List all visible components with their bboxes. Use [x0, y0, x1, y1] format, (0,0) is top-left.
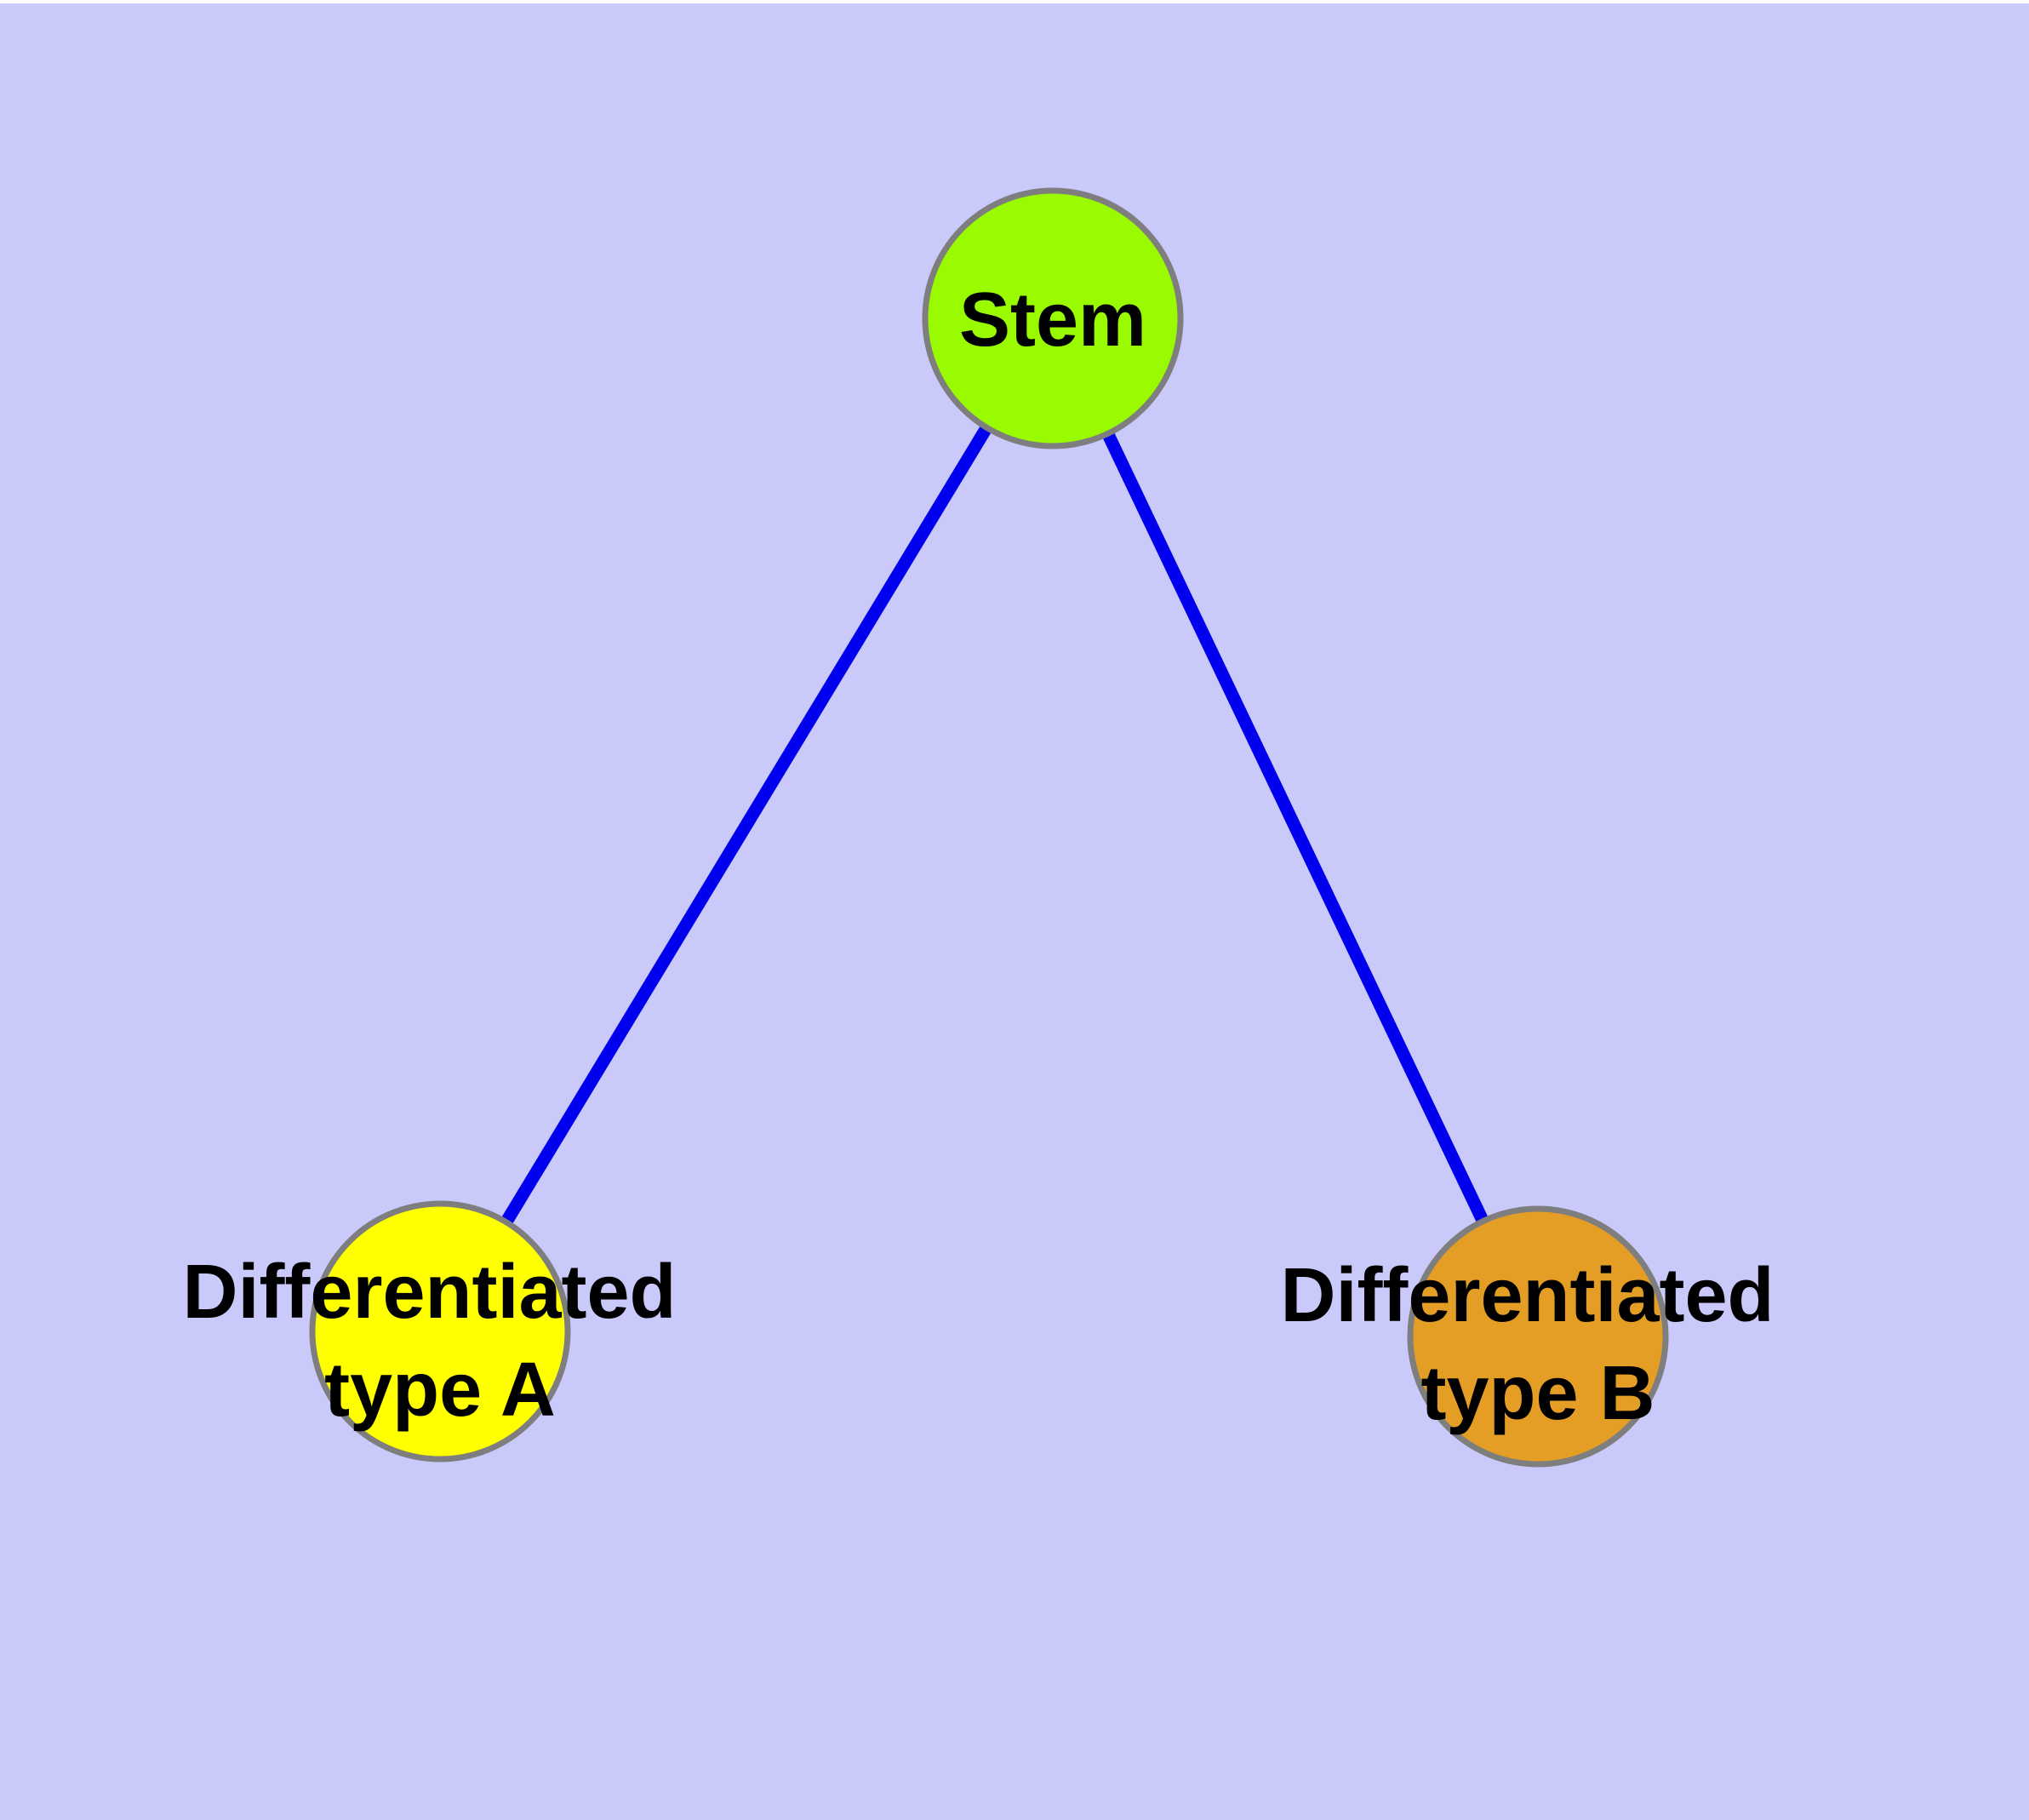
edge-stem-to-type-a [434, 315, 1059, 1335]
node-stem: Stem [922, 187, 1184, 449]
edge-stem-to-type-b [1047, 315, 1544, 1340]
node-differentiated-type-a: Differentiated type A [182, 1200, 697, 1462]
top-margin-strip [0, 0, 2029, 3]
node-type-b-label-line-1: Differentiated [1280, 1253, 1774, 1338]
node-type-b-label: Differentiated type B [1280, 1253, 1795, 1436]
node-type-b-label-line-2: type B [1420, 1351, 1655, 1436]
node-type-a-label: Differentiated type A [182, 1250, 697, 1433]
node-differentiated-type-b: Differentiated type B [1280, 1205, 1795, 1468]
node-stem-circle [922, 187, 1184, 449]
node-type-a-label-line-1: Differentiated [182, 1250, 676, 1335]
node-type-a-label-line-2: type A [324, 1348, 556, 1433]
node-type-a-circle [309, 1200, 571, 1462]
node-type-b-circle [1407, 1205, 1669, 1468]
node-stem-label: Stem [959, 278, 1146, 363]
